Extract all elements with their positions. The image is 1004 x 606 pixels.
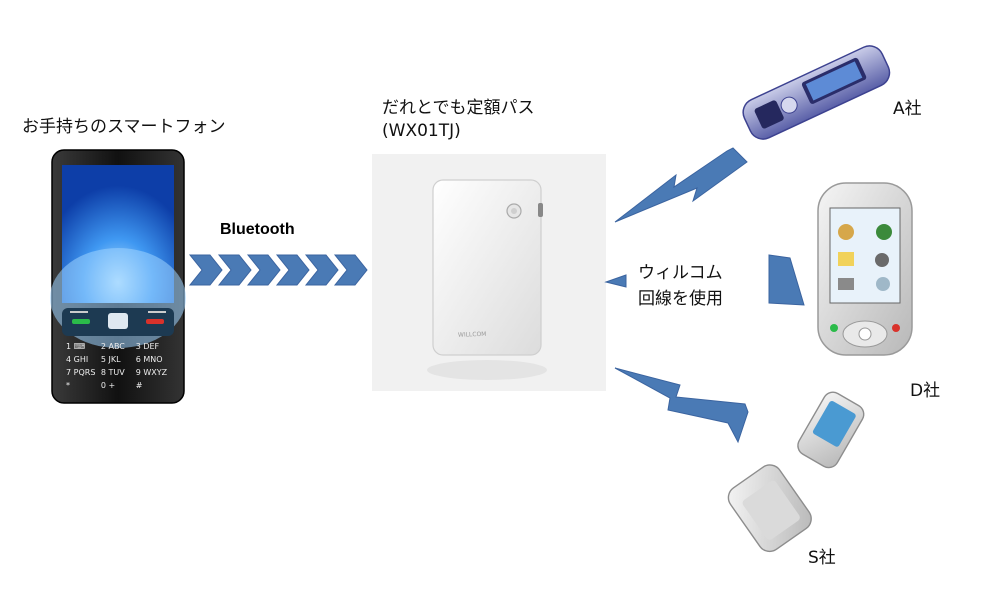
carrier-a-phone [742, 45, 891, 140]
keypad-key: 0 + [100, 381, 116, 390]
carrier-a-label: A社 [893, 99, 922, 119]
carrier-s-phone [727, 391, 865, 553]
chevron-segment [304, 254, 339, 286]
keypad-key: # [135, 381, 143, 390]
keypad-key: 1 ⌨ [66, 342, 86, 351]
keypad-key: 7 PQRS [66, 368, 96, 377]
keypad-key: 9 WXYZ [135, 368, 168, 377]
keypad-key: 5 JKL [100, 355, 121, 364]
bluetooth-arrow [188, 254, 368, 286]
device-model: (WX01TJ) [382, 121, 461, 141]
keypad-row: 4 GHI 5 JKL 6 MNO [62, 353, 174, 366]
smartphone-label: お手持ちのスマートフォン [22, 117, 226, 137]
router-image: WILLCOM [372, 154, 606, 391]
signal-bolt-d [604, 254, 805, 306]
carrier-d-label: D社 [910, 381, 941, 401]
signal-bolt-a [614, 147, 748, 223]
chevron-segment [275, 254, 310, 286]
chevron-segment [217, 254, 252, 286]
line-usage-text-1: ウィルコム [638, 263, 723, 283]
keypad-labels: 1 ⌨ 2 ABC 3 DEF 4 GHI 5 JKL 6 MNO 7 PQRS 8 TUV 9… [62, 340, 174, 392]
chevron-segment [333, 254, 368, 286]
keypad-row: 7 PQRS 8 TUV 9 WXYZ [62, 366, 174, 379]
keypad-key: * [66, 381, 70, 390]
router-brand: WILLCOM [458, 331, 487, 339]
chevron-segment [188, 254, 223, 286]
keypad-row: 1 ⌨ 2 ABC 3 DEF [62, 340, 174, 353]
keypad-key: 6 MNO [135, 355, 163, 364]
keypad-key: 4 GHI [66, 355, 89, 364]
line-usage-text-2: 回線を使用 [638, 289, 723, 309]
carrier-s-label: S社 [808, 548, 836, 568]
keypad-key: 2 ABC [100, 342, 125, 351]
smartphone-image [50, 149, 186, 404]
bluetooth-label: Bluetooth [220, 221, 295, 238]
keypad-row: * 0 + # [62, 379, 174, 392]
device-name: だれとでも定額パス [382, 98, 535, 118]
carrier-d-phone [817, 182, 913, 356]
keypad-key: 8 TUV [100, 368, 125, 377]
keypad-key: 3 DEF [135, 342, 160, 351]
chevron-segment [246, 254, 281, 286]
signal-bolt-s [614, 367, 749, 444]
